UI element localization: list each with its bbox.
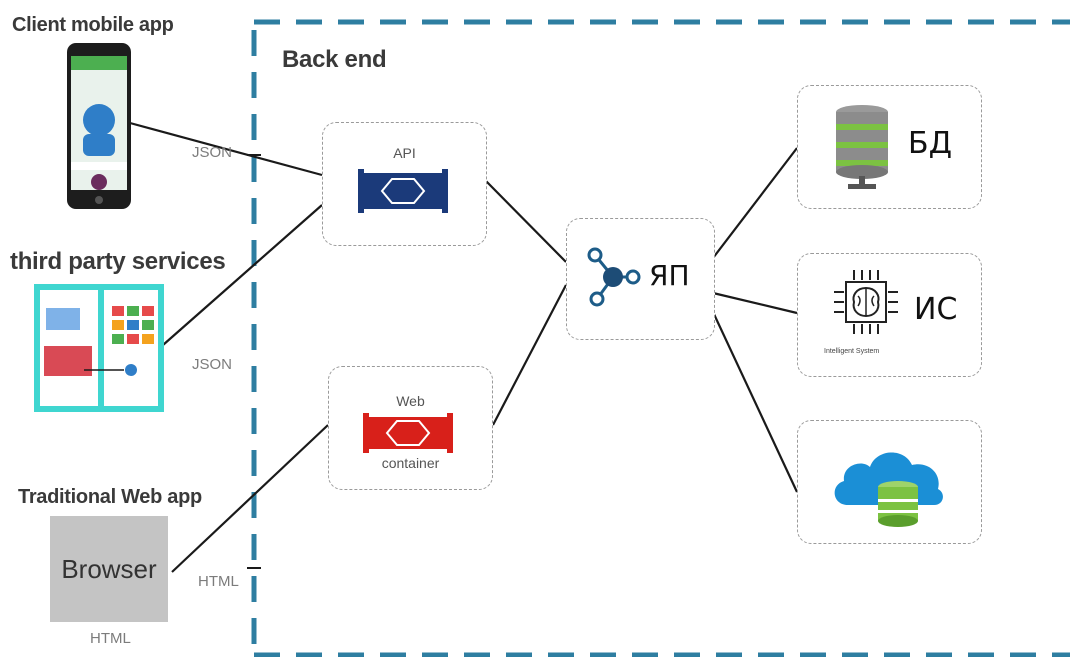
backend-title: Back end: [282, 46, 387, 73]
link-hub-is: [712, 291, 798, 315]
api-gateway-icon: [358, 169, 448, 213]
web-app-title: Traditional Web app: [18, 486, 202, 508]
hub-network-icon: [587, 247, 641, 307]
brain-chip-icon: [834, 270, 898, 334]
cloud-database-icon: [834, 452, 943, 527]
database-label: БД: [908, 126, 953, 161]
link-web-hub: [492, 284, 567, 426]
intelligent-system-label: ИС: [914, 292, 958, 327]
web-container-icon: [363, 413, 453, 453]
cloud-storage-node: [797, 420, 982, 544]
web-container-label-bottom: container: [381, 455, 440, 471]
browser-box: Browser: [50, 516, 168, 622]
mobile-phone-icon: [67, 43, 131, 209]
mobile-app-title: Client mobile app: [12, 14, 174, 36]
intelligent-system-sublabel: Intelligent System: [824, 348, 880, 355]
link-browser-web: [171, 424, 329, 573]
link-hub-db: [712, 147, 798, 259]
link-mobile-api: [129, 121, 323, 177]
link-api-hub: [484, 179, 567, 263]
hub-label: ЯП: [649, 259, 690, 292]
third-party-title: third party services: [10, 248, 226, 275]
web-container-label-top: Web: [396, 393, 425, 409]
hub-node: ЯП: [566, 218, 715, 340]
browser-html-label: HTML: [90, 630, 131, 647]
database-icon: [836, 105, 888, 189]
link-hub-cloud: [712, 311, 798, 493]
database-node: БД: [797, 85, 982, 209]
protocol-label-third-party: JSON: [192, 356, 233, 373]
web-container-node: Web container: [328, 366, 493, 490]
third-party-apps-icon: [34, 284, 164, 412]
api-node: API: [322, 122, 487, 246]
protocol-label-web: HTML: [198, 573, 239, 590]
browser-label: Browser: [61, 553, 157, 584]
link-thirdparty-api: [162, 204, 323, 346]
intelligent-system-node: ИС Intelligent System: [797, 253, 982, 377]
api-label: API: [393, 145, 416, 161]
protocol-label-mobile: JSON: [192, 144, 233, 161]
